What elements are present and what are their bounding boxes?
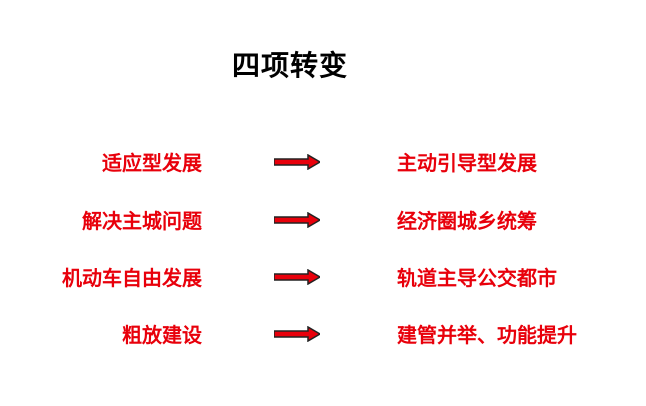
row-from-label: 适应型发展 xyxy=(102,151,202,175)
right-arrow-icon xyxy=(274,269,320,285)
right-arrow-icon xyxy=(274,154,320,170)
transition-row-1: 适应型发展 主动引导型发展 xyxy=(0,148,646,178)
row-to-label: 经济圈城乡统筹 xyxy=(397,209,537,233)
row-from-label: 机动车自由发展 xyxy=(62,266,202,290)
row-to-label: 轨道主导公交都市 xyxy=(397,266,557,290)
transition-row-3: 机动车自由发展 轨道主导公交都市 xyxy=(0,263,646,293)
right-arrow-icon xyxy=(274,326,320,342)
transition-row-4: 粗放建设 建管并举、功能提升 xyxy=(0,320,646,350)
row-from-label: 解决主城问题 xyxy=(82,209,202,233)
right-arrow-icon xyxy=(274,212,320,228)
row-to-label: 主动引导型发展 xyxy=(397,151,537,175)
row-from-label: 粗放建设 xyxy=(122,323,202,347)
transition-row-2: 解决主城问题 经济圈城乡统筹 xyxy=(0,206,646,236)
row-to-label: 建管并举、功能提升 xyxy=(397,323,577,347)
slide-title: 四项转变 xyxy=(231,49,348,82)
